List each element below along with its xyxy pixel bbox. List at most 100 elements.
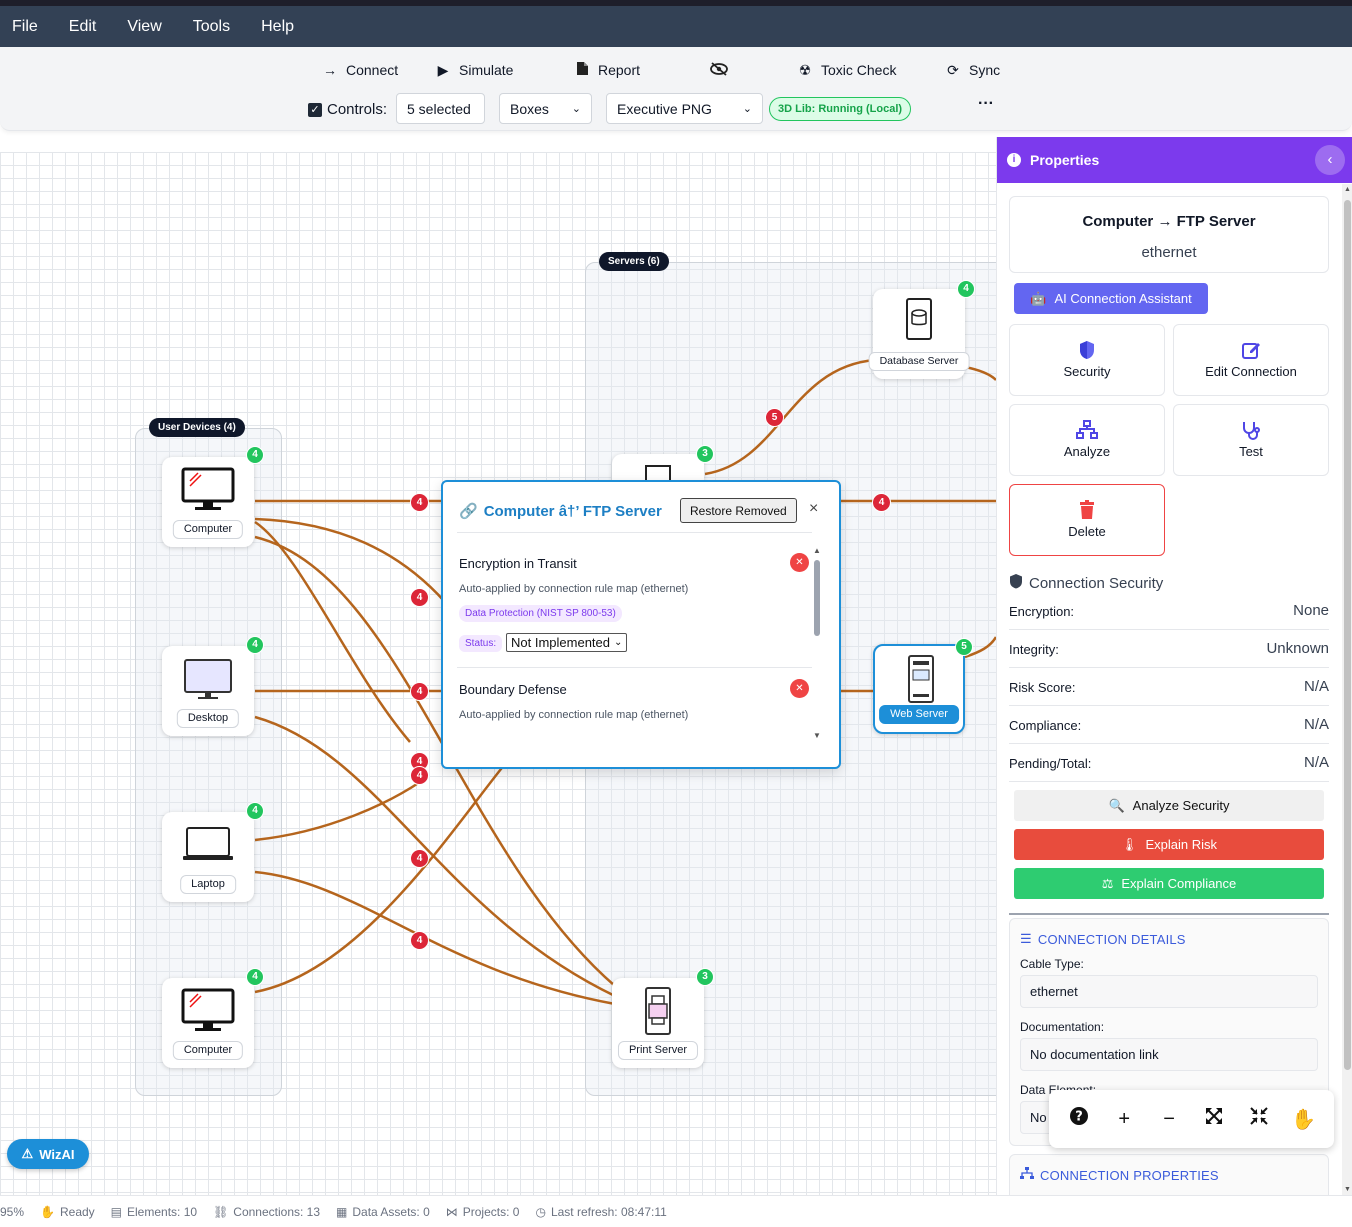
wire-laptop-ftp bbox=[254, 780, 421, 842]
controls-checkbox[interactable]: ✓ bbox=[308, 103, 322, 117]
kv-value: None bbox=[1293, 602, 1329, 619]
question-icon[interactable]: ? bbox=[1064, 1106, 1094, 1132]
controls-select[interactable]: 5 selected bbox=[396, 93, 485, 124]
popup-close-button[interactable]: × bbox=[809, 500, 819, 517]
divider bbox=[1009, 913, 1329, 915]
node-computer-2[interactable]: Computer bbox=[162, 978, 254, 1068]
popup-scrollbar[interactable]: ▲ ▼ bbox=[813, 546, 821, 740]
risk-badge[interactable]: 4 bbox=[410, 682, 429, 701]
remove-control-button[interactable]: ✕ bbox=[790, 679, 809, 698]
chevron-down-icon: ⌄ bbox=[571, 103, 581, 115]
status-bar: 95% ✋ Ready ▤ Elements: 10 ⛓ Connections… bbox=[0, 1195, 1352, 1227]
shield-icon bbox=[1009, 573, 1023, 593]
status-data-assets: ▦ Data Assets: 0 bbox=[336, 1205, 430, 1219]
ai-connection-assistant-button[interactable]: 🤖 AI Connection Assistant bbox=[1014, 283, 1208, 314]
chevron-left-icon[interactable]: ‹ bbox=[1315, 145, 1345, 175]
connection-properties-heading: CONNECTION PROPERTIES bbox=[1020, 1167, 1219, 1183]
menu-help[interactable]: Help bbox=[261, 17, 295, 35]
hand-wave-icon: ✋ bbox=[40, 1204, 55, 1219]
documentation-label: Documentation: bbox=[1020, 1020, 1105, 1034]
more-options-button[interactable]: ··· bbox=[978, 95, 994, 112]
explain-compliance-button[interactable]: ⚖ Explain Compliance bbox=[1014, 868, 1324, 899]
connection-count-badge: 4 bbox=[246, 446, 264, 464]
delete-button[interactable]: Delete bbox=[1009, 484, 1165, 556]
menu-view[interactable]: View bbox=[127, 17, 162, 35]
minus-icon[interactable]: − bbox=[1163, 1107, 1175, 1130]
security-row-compliance: Compliance: N/A bbox=[1009, 706, 1329, 744]
menu-bar: File Edit View Tools Help bbox=[0, 6, 1352, 47]
node-database-server[interactable]: Database Server bbox=[868, 289, 970, 379]
risk-badge[interactable]: 4 bbox=[410, 493, 429, 512]
menu-edit[interactable]: Edit bbox=[68, 17, 97, 35]
group-label-user-devices: User Devices (4) bbox=[149, 418, 245, 437]
export-select[interactable]: Executive PNG ⌄ bbox=[606, 93, 763, 124]
report-button[interactable]: Report bbox=[574, 59, 640, 81]
explain-risk-label: Explain Risk bbox=[1145, 837, 1218, 852]
status-select-value: Not Implemented bbox=[511, 635, 610, 650]
link-icon: ⛓ bbox=[213, 1204, 229, 1219]
scroll-down-arrow[interactable]: ▼ bbox=[1344, 1186, 1351, 1193]
connection-summary-card: Computer → FTP Server ethernet bbox=[1009, 196, 1329, 273]
panel-scrollbar[interactable]: ▲ ▼ bbox=[1342, 184, 1352, 1195]
connection-count-badge: 4 bbox=[246, 636, 264, 654]
node-label: Computer bbox=[172, 1041, 244, 1060]
toxic-check-button[interactable]: ☢ Toxic Check bbox=[797, 59, 897, 81]
wizai-button[interactable]: ⚠ WizAI bbox=[7, 1139, 89, 1169]
node-label: Print Server bbox=[617, 1041, 699, 1060]
node-desktop[interactable]: Desktop bbox=[162, 646, 254, 736]
connect-button[interactable]: → Connect bbox=[322, 59, 398, 81]
kv-key: Pending/Total: bbox=[1009, 756, 1092, 771]
properties-header: i Properties ‹ bbox=[997, 137, 1352, 183]
explain-risk-button[interactable]: 🌡 Explain Risk bbox=[1014, 829, 1324, 860]
node-web-server[interactable]: Web Server bbox=[873, 644, 965, 734]
node-ftp-server[interactable] bbox=[612, 454, 704, 484]
controls-label: Controls: bbox=[327, 101, 388, 118]
menu-tools[interactable]: Tools bbox=[192, 17, 231, 35]
simulate-button[interactable]: ▶ Simulate bbox=[435, 59, 514, 81]
control-note: Auto-applied by connection rule map (eth… bbox=[459, 583, 689, 595]
connection-details-heading-text: CONNECTION DETAILS bbox=[1037, 931, 1186, 947]
risk-badge[interactable]: 4 bbox=[410, 588, 429, 607]
connection-count-badge: 5 bbox=[955, 638, 973, 656]
layers-icon: ▤ bbox=[110, 1204, 123, 1219]
documentation-field[interactable]: No documentation link bbox=[1020, 1038, 1318, 1071]
connection-details-heading: ☰ CONNECTION DETAILS bbox=[1020, 931, 1186, 947]
test-button[interactable]: Test bbox=[1173, 404, 1329, 476]
expand-icon[interactable] bbox=[1199, 1107, 1229, 1131]
analyze-label: Analyze bbox=[1063, 444, 1111, 459]
server-icon bbox=[875, 654, 967, 704]
clock-icon: ◷ bbox=[535, 1204, 546, 1219]
scroll-thumb[interactable] bbox=[814, 560, 820, 636]
cable-type-field[interactable]: ethernet bbox=[1020, 975, 1318, 1008]
connection-properties-section: CONNECTION PROPERTIES bbox=[1009, 1154, 1329, 1195]
restore-removed-button[interactable]: Restore Removed bbox=[680, 498, 797, 523]
risk-badge[interactable]: 4 bbox=[410, 849, 429, 868]
node-print-server[interactable]: Print Server bbox=[612, 978, 704, 1068]
analyze-button[interactable]: Analyze bbox=[1009, 404, 1165, 476]
scroll-thumb[interactable] bbox=[1344, 200, 1351, 1070]
edit-connection-button[interactable]: Edit Connection bbox=[1173, 324, 1329, 396]
hand-icon[interactable]: ✋ bbox=[1291, 1108, 1316, 1131]
risk-badge[interactable]: 4 bbox=[872, 493, 891, 512]
risk-badge[interactable]: 5 bbox=[765, 408, 784, 427]
risk-badge[interactable]: 4 bbox=[410, 931, 429, 950]
plus-icon[interactable]: + bbox=[1118, 1107, 1131, 1130]
view-mode-select[interactable]: Boxes ⌄ bbox=[499, 93, 592, 124]
kv-key: Encryption: bbox=[1009, 604, 1075, 619]
compress-icon[interactable] bbox=[1244, 1107, 1274, 1131]
sync-icon: ⟳ bbox=[947, 61, 959, 78]
remove-control-button[interactable]: ✕ bbox=[790, 553, 809, 572]
status-select[interactable]: Not Implemented ⌄ bbox=[506, 633, 628, 652]
node-computer-1[interactable]: Computer bbox=[162, 457, 254, 547]
connection-count-badge: 4 bbox=[246, 802, 264, 820]
scroll-up-arrow[interactable]: ▲ bbox=[1344, 186, 1351, 193]
report-label: Report bbox=[598, 62, 641, 78]
node-laptop[interactable]: Laptop bbox=[162, 812, 254, 902]
security-button[interactable]: Security bbox=[1009, 324, 1165, 396]
sync-button[interactable]: ⟳ Sync bbox=[945, 59, 1000, 81]
analyze-security-button[interactable]: 🔍 Analyze Security bbox=[1014, 790, 1324, 821]
menu-file[interactable]: File bbox=[12, 17, 38, 35]
risk-badge[interactable]: 4 bbox=[410, 766, 429, 785]
properties-panel: i Properties ‹ Computer → FTP Server eth… bbox=[996, 137, 1352, 1195]
hide-button[interactable] bbox=[710, 59, 728, 81]
